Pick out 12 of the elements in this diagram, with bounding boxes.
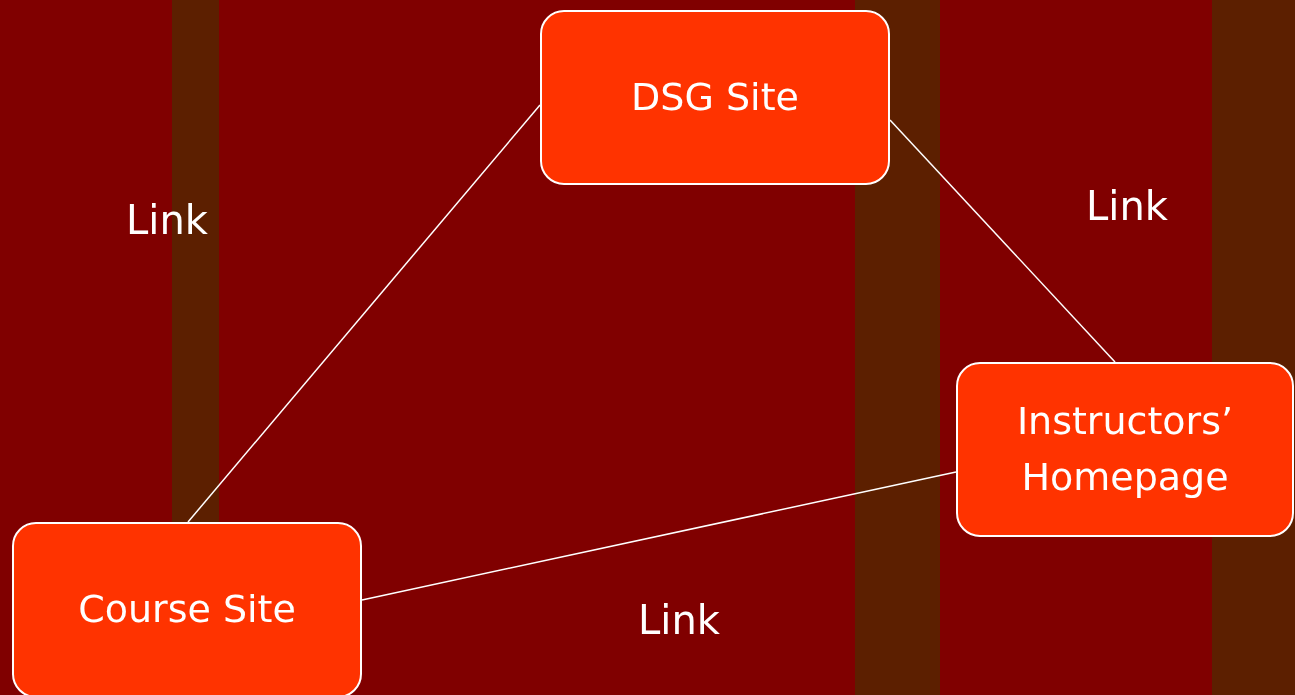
link-label: Link: [126, 200, 208, 240]
box-label: Instructors’ Homepage: [1015, 398, 1235, 501]
connector-line: [361, 471, 957, 601]
rounded-box: [12, 522, 362, 695]
link-label: Link: [638, 600, 720, 640]
box-label: DSG Site: [631, 73, 799, 121]
link-label: Link: [1086, 186, 1168, 226]
rounded-box: [956, 362, 1294, 537]
connector-line: [889, 119, 1116, 363]
rounded-box: [540, 10, 890, 185]
connector-line: [187, 104, 541, 523]
box-label: Course Site: [78, 586, 296, 634]
